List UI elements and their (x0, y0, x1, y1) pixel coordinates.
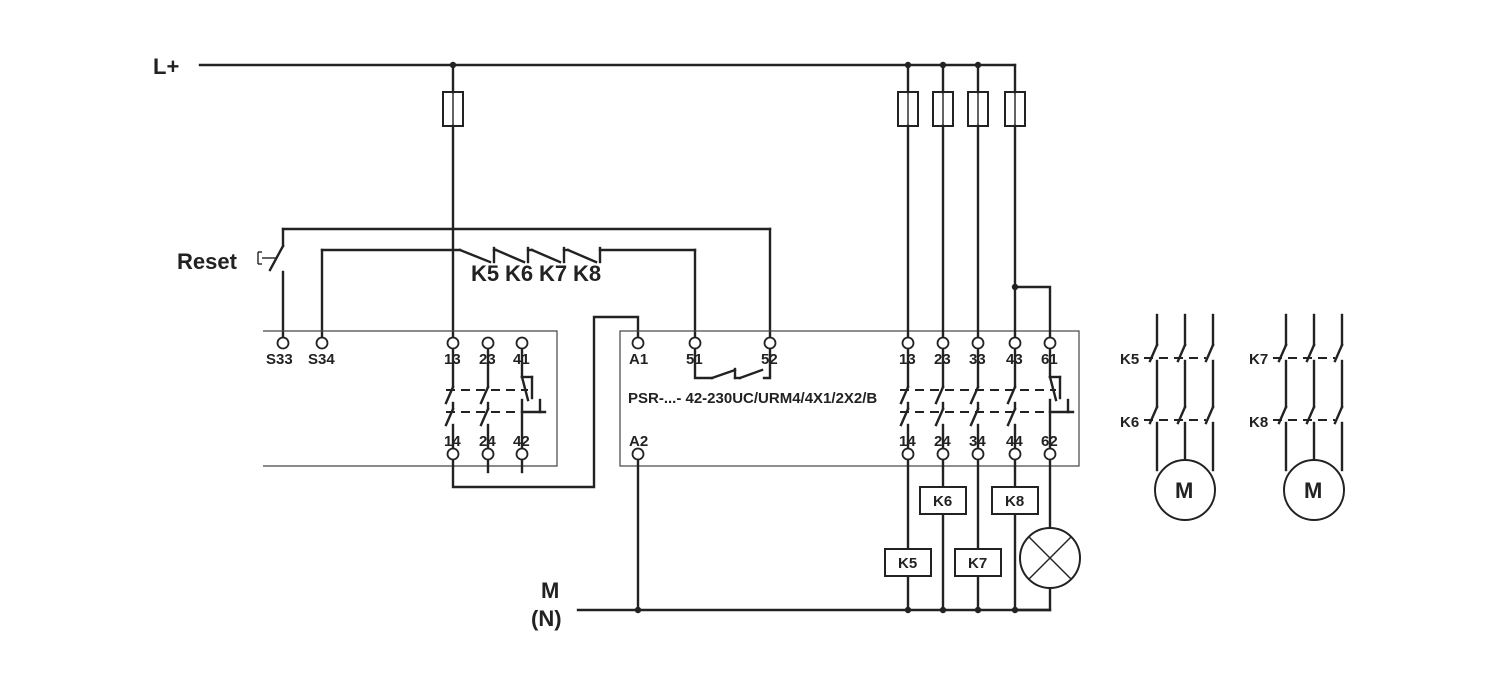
coil-k6: K6 (919, 486, 967, 515)
link-14-to-a1 (451, 315, 640, 489)
coil-k7: K7 (954, 548, 1002, 577)
fuse-bank (897, 91, 1026, 127)
feedback-contact-k8: K8 (573, 261, 601, 286)
terminal-l13: 13 (444, 351, 461, 368)
feedback-loop (320, 246, 697, 339)
motor-1: M (1175, 478, 1193, 503)
terminal-r34: 34 (969, 433, 986, 450)
fuse-left (442, 91, 464, 127)
reset-label: Reset (177, 249, 238, 274)
motor-group-2 (1273, 313, 1345, 521)
terminal-l24: 24 (479, 433, 496, 450)
module-model-label: PSR-...- 42-230UC/URM4/4X1/2X2/B (628, 390, 877, 407)
motor-2: M (1304, 478, 1322, 503)
terminal-s33: S33 (266, 351, 293, 368)
terminal-a2: A2 (629, 433, 648, 450)
svg-text:K8: K8 (1005, 493, 1024, 510)
module-left (263, 330, 558, 467)
module-right (619, 330, 1080, 467)
terminal-r43: 43 (1006, 351, 1023, 368)
terminal-l41: 41 (513, 351, 530, 368)
terminal-51: 51 (686, 351, 703, 368)
feedback-contact-k7: K7 (539, 261, 567, 286)
terminal-a1: A1 (629, 351, 648, 368)
motor-group-1 (1144, 313, 1216, 521)
neutral-rail-label: M (541, 578, 559, 603)
coil-k5: K5 (884, 548, 932, 577)
svg-text:K6: K6 (933, 493, 952, 510)
svg-text:K7: K7 (968, 555, 987, 572)
positive-rail-label: L+ (153, 54, 179, 79)
motor-group-2-k8: K8 (1249, 414, 1268, 431)
feedback-contact-k6: K6 (505, 261, 533, 286)
terminal-r61: 61 (1041, 351, 1058, 368)
terminal-r13: 13 (899, 351, 916, 368)
terminal-l14: 14 (444, 433, 461, 450)
motor-group-1-k6: K6 (1120, 414, 1139, 431)
terminal-r24: 24 (934, 433, 951, 450)
terminal-s34: S34 (308, 351, 335, 368)
motor-group-1-k5: K5 (1120, 351, 1139, 368)
terminal-r33: 33 (969, 351, 986, 368)
output-feeds (906, 63, 1052, 339)
output-loads (906, 458, 1052, 612)
motor-group-2-k7: K7 (1249, 351, 1268, 368)
terminal-r44: 44 (1006, 433, 1023, 450)
terminal-52: 52 (761, 351, 778, 368)
terminal-r14: 14 (899, 433, 916, 450)
reset-pushbutton (257, 227, 772, 339)
terminal-r23: 23 (934, 351, 951, 368)
terminal-l23: 23 (479, 351, 496, 368)
coil-k8: K8 (991, 486, 1039, 515)
neutral-rail-label-n: (N) (531, 606, 562, 631)
terminal-r62: 62 (1041, 433, 1058, 450)
feedback-contact-k5: K5 (471, 261, 499, 286)
svg-text:K5: K5 (898, 555, 917, 572)
terminal-l42: 42 (513, 433, 530, 450)
signal-lamp-icon (1019, 527, 1081, 589)
